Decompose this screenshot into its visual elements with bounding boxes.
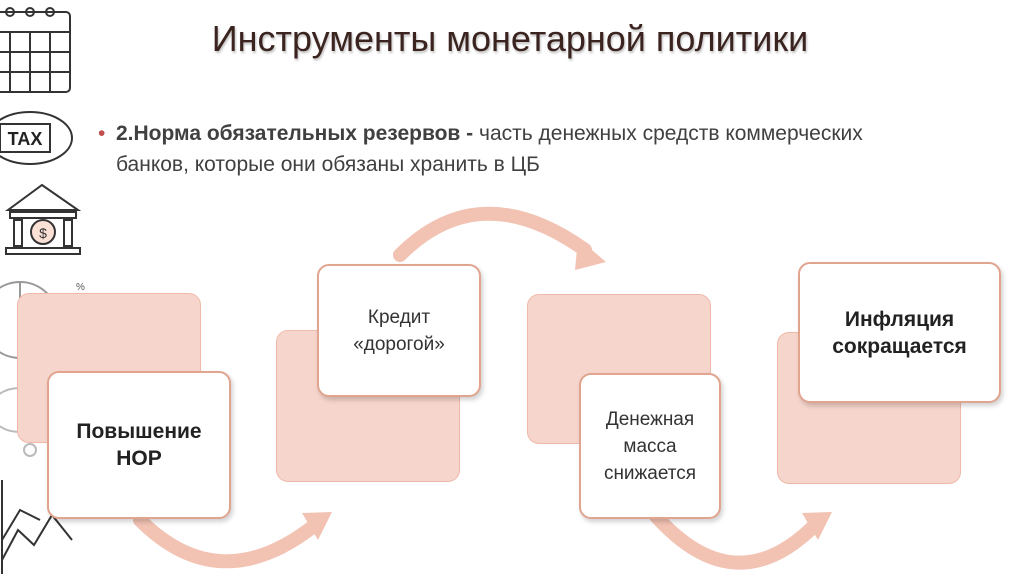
tax-badge-icon: TAX — [0, 111, 73, 165]
step-3-box: Денежная масса снижается — [579, 373, 721, 519]
step-3-label: Денежная масса снижается — [603, 408, 697, 484]
arrow-3-head — [802, 512, 832, 540]
coin-symbol: $ — [39, 225, 47, 241]
tax-badge-text: TAX — [8, 129, 43, 149]
step-4-label: Инфляция сокращается — [832, 307, 967, 358]
step-4-box: Инфляция сокращается — [798, 262, 1001, 403]
arrow-1-head — [302, 512, 332, 540]
calendar-icon — [0, 7, 71, 93]
arrow-2-head — [575, 238, 606, 270]
percent-symbol: % — [76, 282, 85, 293]
step-2-label: Кредит «дорогой» — [353, 306, 445, 355]
bullet-item: • 2.Норма обязательных резервов - часть … — [98, 118, 928, 180]
arrow-1 — [133, 513, 322, 569]
step-2-box: Кредит «дорогой» — [317, 264, 481, 397]
bullet-text: 2.Норма обязательных резервов - часть де… — [116, 118, 928, 180]
bullet-term: 2.Норма обязательных резервов - — [116, 122, 474, 145]
decorative-doodles: TAX $ % — [0, 7, 85, 574]
bank-icon: $ — [4, 183, 82, 255]
arrow-2 — [393, 206, 592, 262]
bullet-definition: часть денежных средств коммерческих банк… — [116, 122, 863, 176]
arrow-3 — [648, 508, 822, 570]
line-chart-icon — [1, 480, 73, 574]
step-1-box: Повышение НОР — [47, 371, 231, 519]
step-1-label: Повышение НОР — [76, 420, 202, 470]
bullet-dot-icon: • — [98, 122, 106, 145]
slide-title: Инструменты монетарной политики — [211, 18, 809, 59]
